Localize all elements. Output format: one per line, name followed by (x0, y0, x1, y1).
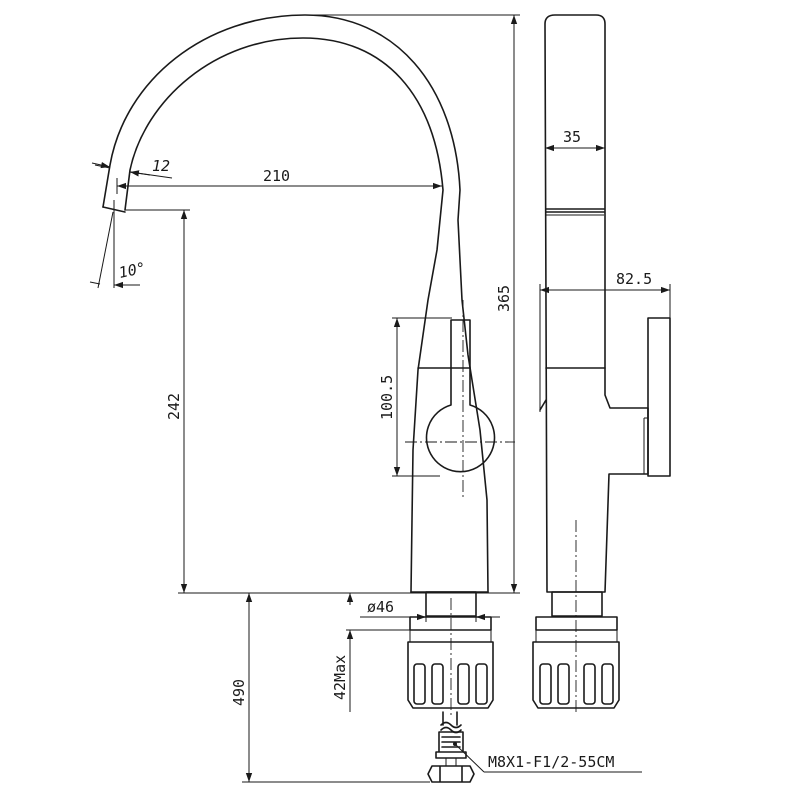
dim-handle-height: 100.5 (378, 375, 396, 420)
dim-hose-length: 490 (230, 679, 248, 706)
hose-break (440, 711, 462, 734)
dim-max-deck-thickness: 42Max (331, 655, 349, 700)
dim-outlet-height: 242 (165, 393, 183, 420)
locking-nut (407, 641, 494, 709)
side-base-washer (535, 616, 618, 631)
hose-hex-nut (427, 765, 475, 783)
dim-spout-angle: 10° (117, 259, 147, 282)
dim-body-depth: 82.5 (616, 270, 652, 288)
dim-spout-reach: 210 (263, 167, 290, 185)
side-base-shank (551, 591, 603, 617)
base-washer (409, 616, 492, 631)
side-handle-plate (647, 317, 671, 477)
dim-base-diameter: ø46 (367, 598, 394, 616)
dim-total-height: 365 (495, 285, 513, 312)
spout-outer-curve (102, 14, 489, 593)
dim-spout-thickness: 12 (152, 157, 170, 175)
hose-fitting (435, 731, 467, 759)
dim-spout-width: 35 (563, 128, 581, 146)
side-spout-column (544, 14, 649, 593)
spout-inner-curve (124, 37, 444, 593)
front-view: 12 210 10° 242 100.5 ø46 42Max (89, 14, 642, 783)
dim-hose-spec: M8X1-F1/2-55CM (488, 753, 614, 771)
handle-lever (425, 319, 496, 473)
side-locking-nut (532, 641, 620, 709)
side-view: 35 82.5 (532, 14, 671, 715)
